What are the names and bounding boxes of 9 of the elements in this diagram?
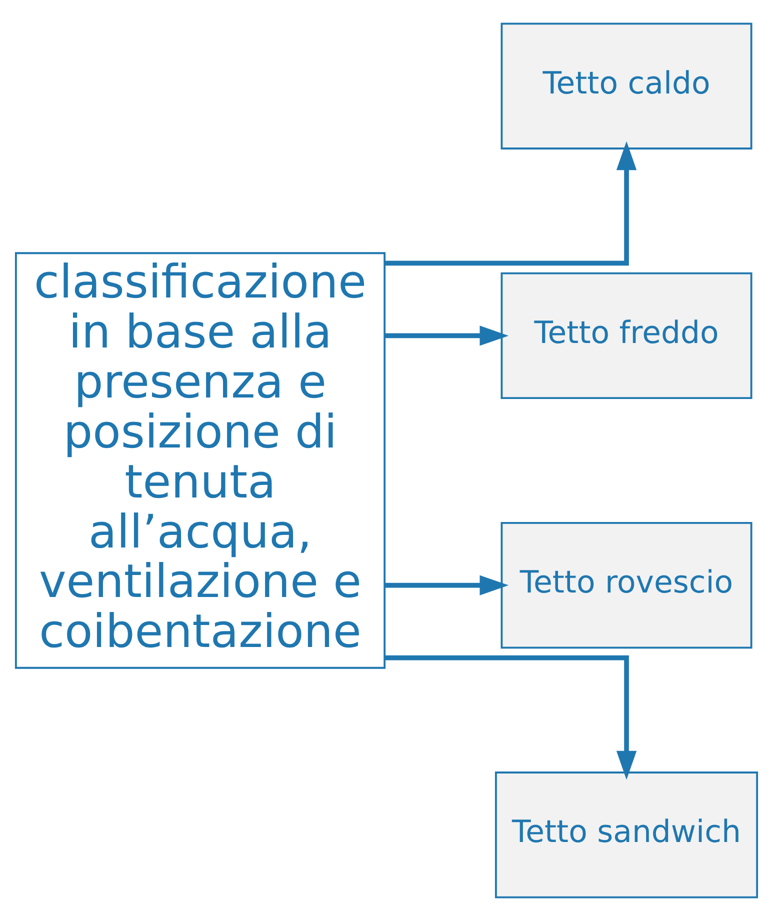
node-box: Tetto rovescio — [500, 521, 752, 648]
node-box: Tetto freddo — [500, 272, 752, 399]
arrow — [384, 325, 509, 346]
arrow — [384, 574, 509, 595]
arrow — [384, 140, 637, 266]
arrow — [384, 654, 637, 780]
node-box: Tetto caldo — [500, 22, 752, 149]
node-box: classificazione in base alla presenza e posizione di tenuta all’acqua, ventilazione e coibentazione — [14, 252, 386, 668]
node-box: Tetto sandwich — [494, 771, 758, 898]
